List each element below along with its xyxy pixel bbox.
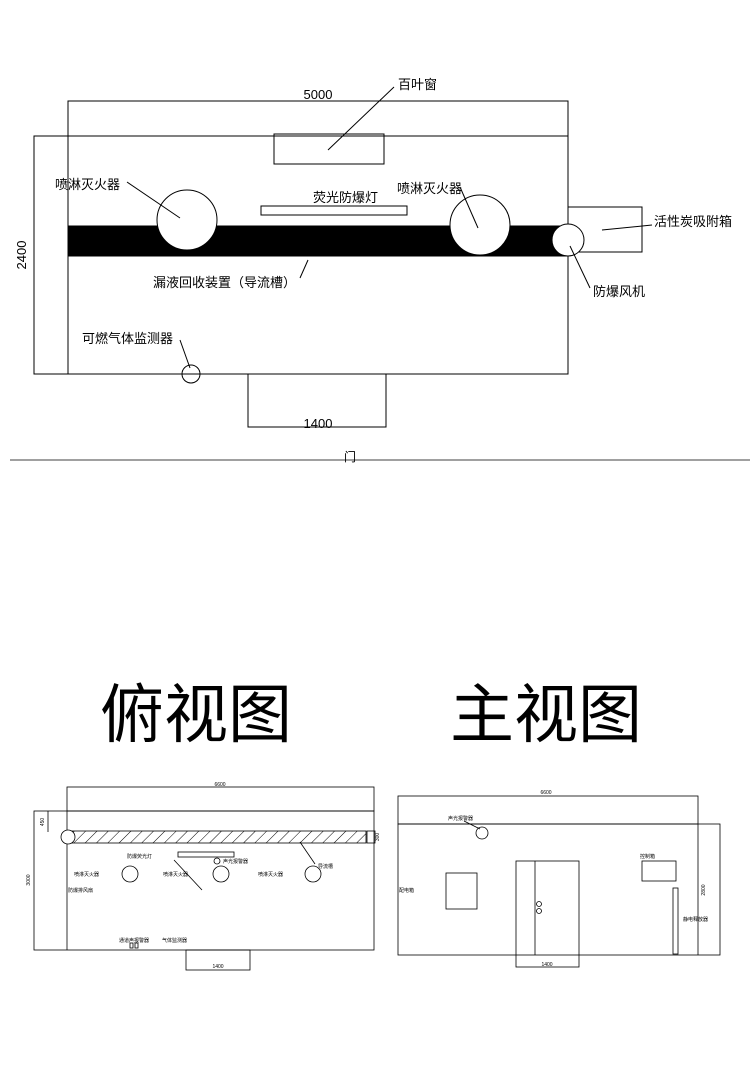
leader-gas [179,339,191,369]
small-label-gas: 气体监测器 [162,937,187,944]
heading-front-view: 主视图 [450,679,642,753]
label-leak-recovery: 漏液回收装置（导流槽） [153,275,296,291]
front-label-electrical: 配电箱 [399,887,414,894]
label-gas-detector: 可燃气体监测器 [82,331,173,347]
front-static-release [672,887,679,955]
small-label-sprinkler-3: 喷淋灭火器 [258,871,283,878]
small-top-view-text: 6600 3000 450 300 1400 防爆荧光灯 声光报警器 导流槽 喷… [26,782,381,970]
small-sprinkler-1 [121,865,139,883]
small-label-lamp: 防爆荧光灯 [127,853,152,860]
leader-fan [569,245,591,289]
front-dim-width: 6600 [540,790,551,796]
small-dim-right: 300 [375,833,381,842]
front-door-knob-2 [536,908,542,914]
dim-height: 2400 [14,241,29,270]
small-detector-a [129,942,134,949]
label-explosion-fan: 防爆风机 [593,284,645,300]
front-label-control: 控制箱 [640,853,655,860]
small-dim-left: 450 [40,818,46,827]
front-door [515,860,580,968]
small-dim-height: 3000 [26,874,32,885]
label-louver: 百叶窗 [398,77,437,93]
front-label-alarm: 声光报警器 [448,815,473,822]
front-dim-box [397,795,699,825]
small-label-bottom-alarm: 通道声报警器 [119,937,149,944]
small-dim-width: 6600 [214,782,225,788]
label-door: 门 [344,449,356,464]
small-sprinkler-3 [304,865,322,883]
small-lamp-leader [173,859,203,891]
small-label-fan: 防爆排风扇 [68,887,93,894]
small-alarm [213,857,221,865]
small-top-view [33,786,376,971]
small-label-alarm: 声光报警器 [223,858,248,865]
heading-top-view: 俯视图 [100,679,292,753]
explosion-fan [551,223,585,257]
dim-width: 5000 [304,87,333,102]
small-detector-b [134,942,139,949]
leader-sprinkler-right [459,186,479,229]
small-door-box [185,949,251,971]
large-plan [10,86,750,461]
small-right-dim [366,830,376,844]
leader-sprinkler-left [126,181,181,219]
front-label-static: 静电释放器 [683,916,708,923]
front-alarm-leader [463,820,481,830]
leader-carbon [601,224,653,231]
small-fan [60,829,76,845]
top-dimension-box [67,100,569,137]
sprinkler-right [449,194,511,256]
louver-window [273,133,385,165]
small-top-dim-box [66,786,375,812]
front-control-box [641,860,677,882]
dim-door: 1400 [304,416,333,431]
fluorescent-lamp [260,205,408,216]
small-drain-channel [69,830,367,844]
small-lamp [177,851,235,858]
small-dim-door: 1400 [212,964,223,970]
large-plan-text: 5000 2400 1400 百叶窗 喷淋灭火器 喷淋灭火器 荧光防爆灯 活性炭… [14,77,732,464]
small-label-drain: 导流槽 [318,863,333,870]
leader-drain [299,259,309,279]
small-front-view-text: 6600 2800 1400 声光报警器 配电箱 控制箱 静电释放器 [399,790,708,968]
front-door-knob-1 [536,901,542,907]
small-sprinkler-2 [212,865,230,883]
front-dim-door: 1400 [541,962,552,968]
leader-louver [327,86,395,151]
small-front-view [397,795,721,968]
small-drain-leader [299,841,316,865]
small-label-sprinkler-2: 喷淋灭火器 [163,871,188,878]
front-dim-height: 2800 [701,884,707,895]
small-label-sprinkler-1: 喷淋灭火器 [74,871,99,878]
front-electrical-box [445,872,478,910]
sprinkler-left [156,189,218,251]
label-sprinkler-right: 喷淋灭火器 [397,182,462,197]
label-carbon-box: 活性炭吸附箱 [654,214,732,230]
gas-detector [181,364,201,384]
front-room [397,823,721,956]
label-sprinkler-left: 喷淋灭火器 [55,178,120,193]
door-box [247,373,387,428]
front-alarm [475,826,489,840]
label-fluorescent-lamp: 荧光防爆灯 [313,190,378,206]
